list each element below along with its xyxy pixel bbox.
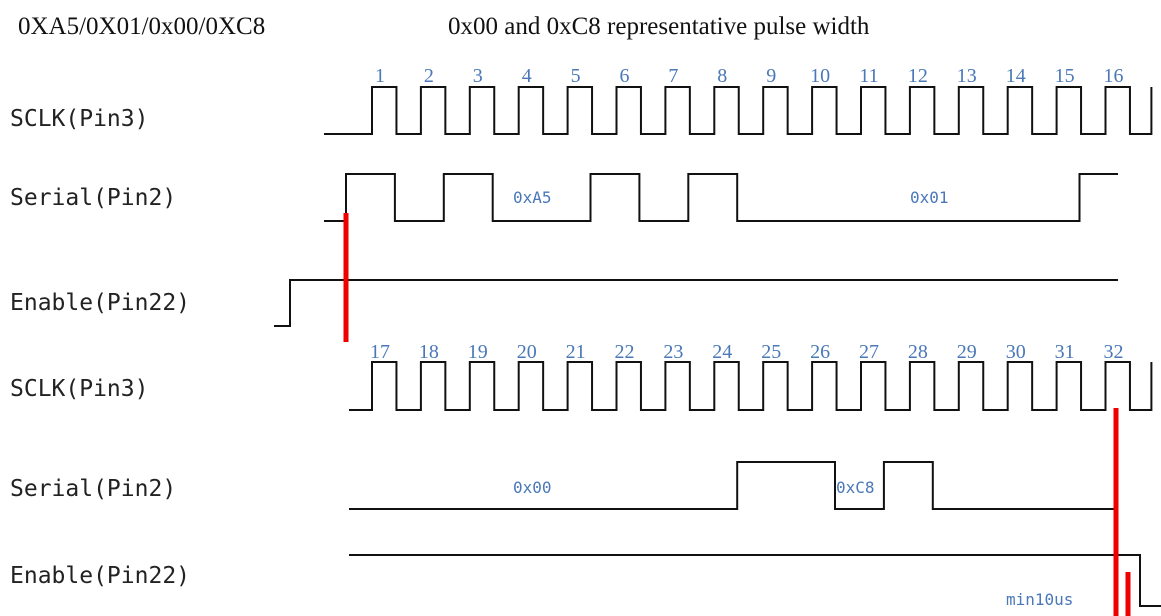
serial-top-waveform	[324, 173, 1118, 222]
annotation-0x00: 0x00	[513, 478, 552, 497]
enable-bottom-waveform	[349, 554, 1161, 607]
clock-number-31: 31	[1055, 341, 1075, 363]
clock-number-27: 27	[859, 341, 879, 363]
clock-number-15: 15	[1055, 65, 1075, 87]
annotation-min10us: min10us	[1006, 590, 1073, 609]
clock-number-11: 11	[859, 65, 878, 87]
clock-numbers-bottom: 17 18 19 20 21 22 23 24 25 26 27 28 29 30 31 32	[370, 341, 1124, 363]
header-right-text: 0x00 and 0xC8 representative pulse width	[448, 13, 870, 40]
clock-number-24: 24	[712, 341, 732, 363]
annotation-0xa5: 0xA5	[513, 188, 552, 207]
clock-number-23: 23	[663, 341, 683, 363]
enable-top-path	[274, 279, 1118, 327]
clock-number-20: 20	[517, 341, 537, 363]
serial-bottom-path	[349, 461, 1118, 510]
signal-label-enable-top: Enable(Pin22)	[10, 290, 190, 316]
clock-number-16: 16	[1104, 65, 1124, 87]
signal-label-enable-bottom: Enable(Pin22)	[10, 563, 190, 589]
sclk-bottom-path	[349, 361, 1153, 411]
clock-number-14: 14	[1006, 65, 1026, 87]
enable-bottom-path	[349, 554, 1161, 607]
signal-label-sclk-top: SCLK(Pin3)	[10, 106, 148, 132]
enable-top-waveform	[274, 279, 1118, 327]
clock-number-2: 2	[424, 65, 434, 87]
clock-number-5: 5	[571, 65, 581, 87]
clock-number-21: 21	[566, 341, 586, 363]
clock-number-6: 6	[620, 65, 630, 87]
serial-top-path	[324, 173, 1118, 222]
serial-bottom-waveform	[349, 461, 1118, 510]
sclk-top-waveform	[324, 86, 1153, 135]
clock-number-13: 13	[957, 65, 977, 87]
clock-number-10: 10	[810, 65, 830, 87]
clock-number-1: 1	[375, 65, 385, 87]
clock-number-7: 7	[668, 65, 678, 87]
clock-number-4: 4	[522, 65, 532, 87]
clock-number-12: 12	[908, 65, 928, 87]
clock-number-29: 29	[957, 341, 977, 363]
clock-number-30: 30	[1006, 341, 1026, 363]
clock-number-17: 17	[370, 341, 390, 363]
clock-number-26: 26	[810, 341, 830, 363]
clock-number-9: 9	[766, 65, 776, 87]
clock-number-32: 32	[1104, 341, 1124, 363]
annotation-0x01: 0x01	[910, 188, 949, 207]
clock-number-22: 22	[615, 341, 635, 363]
signal-label-serial-top: Serial(Pin2)	[10, 185, 176, 211]
clock-number-8: 8	[717, 65, 727, 87]
clock-number-28: 28	[908, 341, 928, 363]
clock-number-3: 3	[473, 65, 483, 87]
annotation-0xc8: 0xC8	[836, 478, 875, 497]
sclk-top-path	[324, 86, 1153, 135]
clock-number-19: 19	[468, 341, 488, 363]
clock-number-25: 25	[761, 341, 781, 363]
header-left-text: 0XA5/0X01/0x00/0XC8	[18, 13, 265, 40]
sclk-bottom-waveform	[349, 361, 1153, 411]
clock-number-18: 18	[419, 341, 439, 363]
signal-label-sclk-bottom: SCLK(Pin3)	[10, 376, 148, 402]
signal-label-serial-bottom: Serial(Pin2)	[10, 476, 176, 502]
